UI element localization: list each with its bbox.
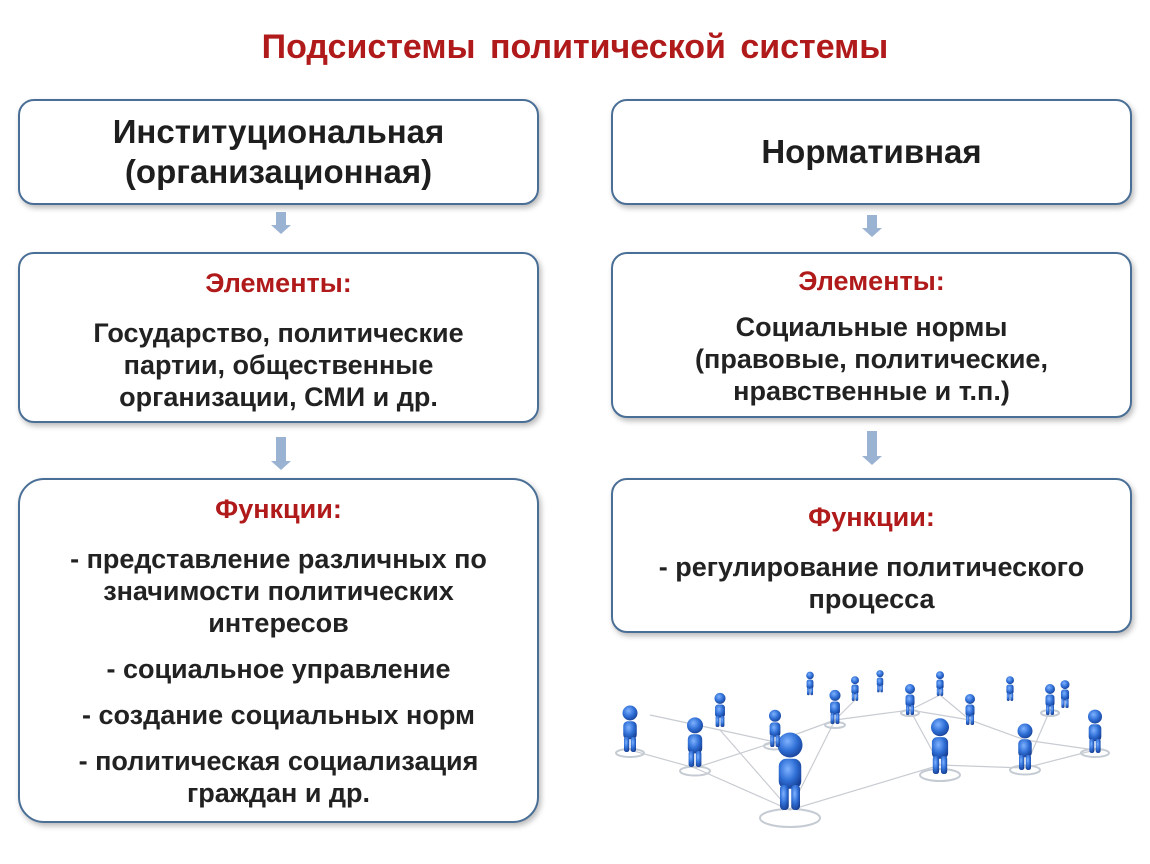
elements-line: Социальные нормы (735, 312, 1008, 342)
function-line: - политическая социализация (78, 746, 479, 776)
function-item: - социальное управление (20, 653, 537, 685)
institutional-header-line2: (организационная) (124, 153, 433, 190)
normative-header: Нормативная (761, 133, 982, 170)
elements-line: (правовые, политические, (695, 344, 1048, 374)
function-item: - представление различных по значимости … (20, 543, 537, 639)
institutional-elements-box: Элементы: Государство, политические парт… (18, 252, 539, 423)
elements-label: Элементы: (798, 266, 945, 296)
diagram-title: Подсистемы политической системы (261, 28, 889, 66)
function-line: процесса (808, 584, 935, 614)
function-item: - создание социальных норм (20, 699, 537, 731)
network-of-people-icon (615, 670, 1110, 828)
institutional-header-line1: Институциональная (112, 113, 445, 150)
institutional-header-box: Институциональная (организационная) (18, 99, 539, 205)
function-line: значимости политических (103, 576, 454, 606)
institutional-functions-box: Функции: - представление различных по зн… (18, 478, 539, 823)
normative-functions-box: Функции: - регулирование политического п… (611, 478, 1132, 633)
elements-line: партии, общественные (123, 350, 434, 380)
functions-label: Функции: (215, 494, 342, 524)
down-arrow-icon (862, 215, 882, 237)
function-line: - социальное управление (106, 654, 451, 684)
elements-label: Элементы: (205, 268, 352, 298)
elements-line: организации, СМИ и др. (119, 382, 438, 412)
down-arrow-icon (862, 431, 882, 465)
elements-line: нравственные и т.п.) (733, 376, 1010, 406)
function-item: - политическая социализация граждан и др… (20, 745, 537, 809)
function-item: - регулирование политического процесса (613, 551, 1130, 615)
function-line: - представление различных по (70, 544, 487, 574)
function-line: - создание социальных норм (82, 700, 475, 730)
normative-header-box: Нормативная (611, 99, 1132, 205)
elements-line: Государство, политические (93, 318, 464, 348)
function-line: интересов (208, 608, 349, 638)
normative-elements-box: Элементы: Социальные нормы (правовые, по… (611, 252, 1132, 418)
functions-label: Функции: (808, 502, 935, 532)
function-line: - регулирование политического (658, 552, 1085, 582)
function-line: граждан и др. (186, 778, 371, 808)
down-arrow-icon (271, 212, 291, 234)
down-arrow-icon (271, 437, 291, 470)
